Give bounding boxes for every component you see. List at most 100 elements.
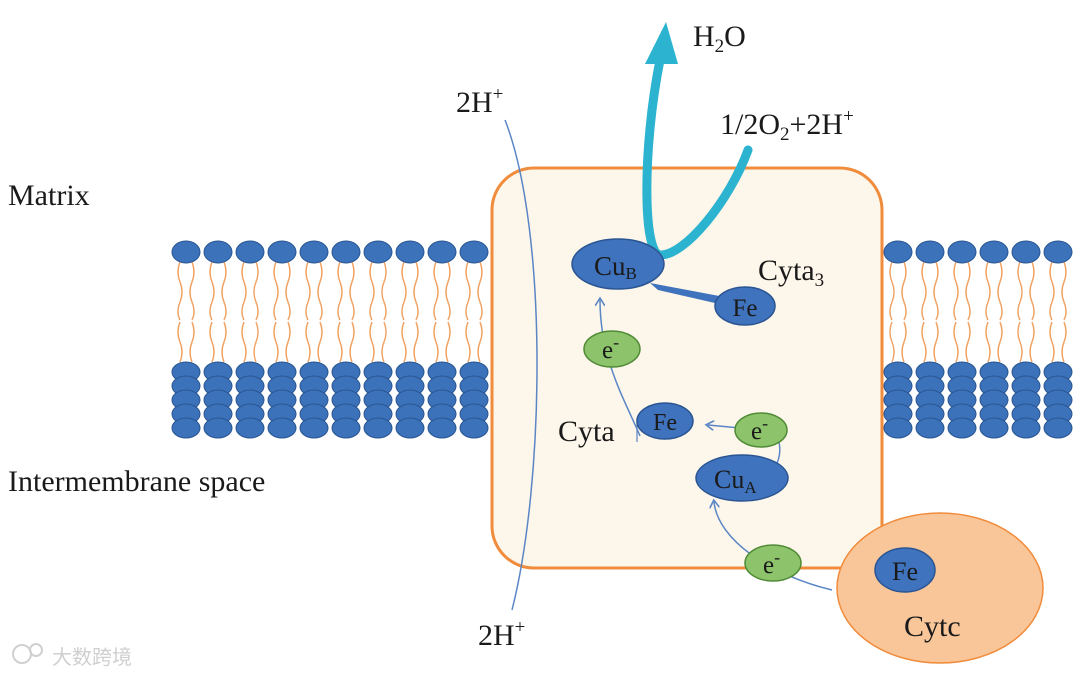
lipid-tail bbox=[305, 321, 311, 363]
svg-text:e-: e- bbox=[763, 547, 780, 579]
lipid-head bbox=[299, 240, 329, 264]
lipid-heads-outer bbox=[171, 240, 1073, 264]
svg-text:e-: e- bbox=[602, 332, 619, 364]
electron-label: e bbox=[602, 337, 613, 364]
lipid-head bbox=[363, 240, 393, 264]
cub-label: Cu bbox=[594, 251, 626, 281]
lipid-bilayer bbox=[171, 240, 1073, 439]
cua-subscript: A bbox=[744, 478, 757, 497]
lipid-tail bbox=[209, 261, 215, 321]
fe-a3-label: Fe bbox=[733, 295, 758, 322]
lipid-tail bbox=[465, 261, 471, 321]
lipid-tail bbox=[401, 261, 407, 321]
cub-subscript: B bbox=[626, 264, 637, 283]
cub-fe-bond bbox=[650, 283, 730, 306]
lipid-head bbox=[267, 240, 297, 264]
lipid-tail bbox=[921, 321, 927, 363]
lipid-head bbox=[203, 417, 233, 439]
lipid-tail bbox=[285, 321, 291, 363]
electron-node-lower: e- bbox=[744, 544, 802, 582]
lipid-tail bbox=[221, 261, 227, 321]
lipid-head bbox=[459, 417, 489, 439]
watermark: 大数跨境 bbox=[12, 643, 132, 669]
lipid-head bbox=[203, 240, 233, 264]
lipid-head bbox=[331, 240, 361, 264]
lipid-head bbox=[235, 240, 265, 264]
lipid-tail bbox=[221, 321, 227, 363]
lipid-head bbox=[395, 240, 425, 264]
lipid-head bbox=[915, 417, 945, 439]
lipid-head bbox=[363, 417, 393, 439]
lipid-tail bbox=[997, 261, 1003, 321]
electron-node-middle: e- bbox=[734, 412, 788, 448]
proton-bottom-label: 2H+ bbox=[478, 617, 525, 652]
lipid-tail bbox=[189, 321, 195, 363]
electron-label: e bbox=[751, 418, 762, 445]
cua-label: Cu bbox=[714, 465, 744, 494]
lipid-head bbox=[267, 417, 297, 439]
lipid-tail bbox=[953, 321, 959, 363]
lipid-tail bbox=[317, 261, 323, 321]
lipid-head bbox=[883, 417, 913, 439]
lipid-tail bbox=[401, 321, 407, 363]
lipid-tail bbox=[369, 321, 375, 363]
watermark-text: 大数跨境 bbox=[52, 645, 132, 669]
lipid-heads-inner bbox=[171, 361, 1073, 439]
electron-node-upper: e- bbox=[583, 330, 641, 368]
lipid-tail bbox=[241, 261, 247, 321]
electron-path-cyta-to-cub bbox=[600, 300, 641, 437]
lipid-tail bbox=[381, 321, 387, 363]
lipid-tail bbox=[933, 321, 939, 363]
lipid-head bbox=[883, 240, 913, 264]
lipid-tail bbox=[1029, 261, 1035, 321]
oxygen-protons-label: 1/2O2+2H+ bbox=[720, 106, 854, 145]
lipid-tail bbox=[253, 321, 259, 363]
lipid-tail bbox=[413, 261, 419, 321]
lipid-tail bbox=[445, 261, 451, 321]
lipid-tail bbox=[1061, 321, 1067, 363]
lipid-tail bbox=[889, 321, 895, 363]
lipid-tail bbox=[433, 321, 439, 363]
lipid-tail bbox=[921, 261, 927, 321]
electron-sup: - bbox=[613, 332, 619, 352]
lipid-tail bbox=[349, 321, 355, 363]
lipid-tail bbox=[209, 321, 215, 363]
h2o-label: H2O bbox=[693, 20, 746, 57]
lipid-head bbox=[915, 240, 945, 264]
lipid-head bbox=[947, 240, 977, 264]
oxidase-complex-box bbox=[490, 166, 884, 570]
lipid-tail bbox=[177, 261, 183, 321]
lipid-tail bbox=[965, 321, 971, 363]
lipid-tail bbox=[889, 261, 895, 321]
o2-superscript: + bbox=[843, 106, 854, 127]
lipid-tail bbox=[1061, 261, 1067, 321]
lipid-head bbox=[427, 240, 457, 264]
proton-bottom-sup: + bbox=[515, 617, 526, 638]
matrix-label: Matrix bbox=[8, 179, 90, 212]
lipid-tail bbox=[1017, 321, 1023, 363]
lipid-head bbox=[979, 417, 1009, 439]
lipid-head bbox=[331, 417, 361, 439]
cytc-body bbox=[836, 512, 1044, 664]
cub-node: CuB bbox=[571, 238, 665, 290]
lipid-tails bbox=[177, 261, 1067, 363]
water-arrowhead bbox=[645, 22, 678, 64]
h2o-subscript: 2 bbox=[715, 36, 725, 57]
fe-c-node: Fe bbox=[874, 547, 936, 593]
lipid-tail bbox=[253, 261, 259, 321]
lipid-tail bbox=[189, 261, 195, 321]
lipid-head bbox=[459, 240, 489, 264]
lipid-tail bbox=[317, 321, 323, 363]
lipid-tail bbox=[445, 321, 451, 363]
electron-sup: - bbox=[762, 413, 768, 433]
cyta-label: Cyta bbox=[558, 415, 615, 448]
h2o-tail: O bbox=[724, 20, 746, 53]
lipid-tail bbox=[477, 261, 483, 321]
cua-node: CuA bbox=[695, 454, 789, 502]
fe-c-label: Fe bbox=[892, 557, 918, 586]
lipid-tail bbox=[985, 321, 991, 363]
lipid-tail bbox=[337, 321, 343, 363]
lipid-head bbox=[171, 240, 201, 264]
lipid-head bbox=[947, 417, 977, 439]
